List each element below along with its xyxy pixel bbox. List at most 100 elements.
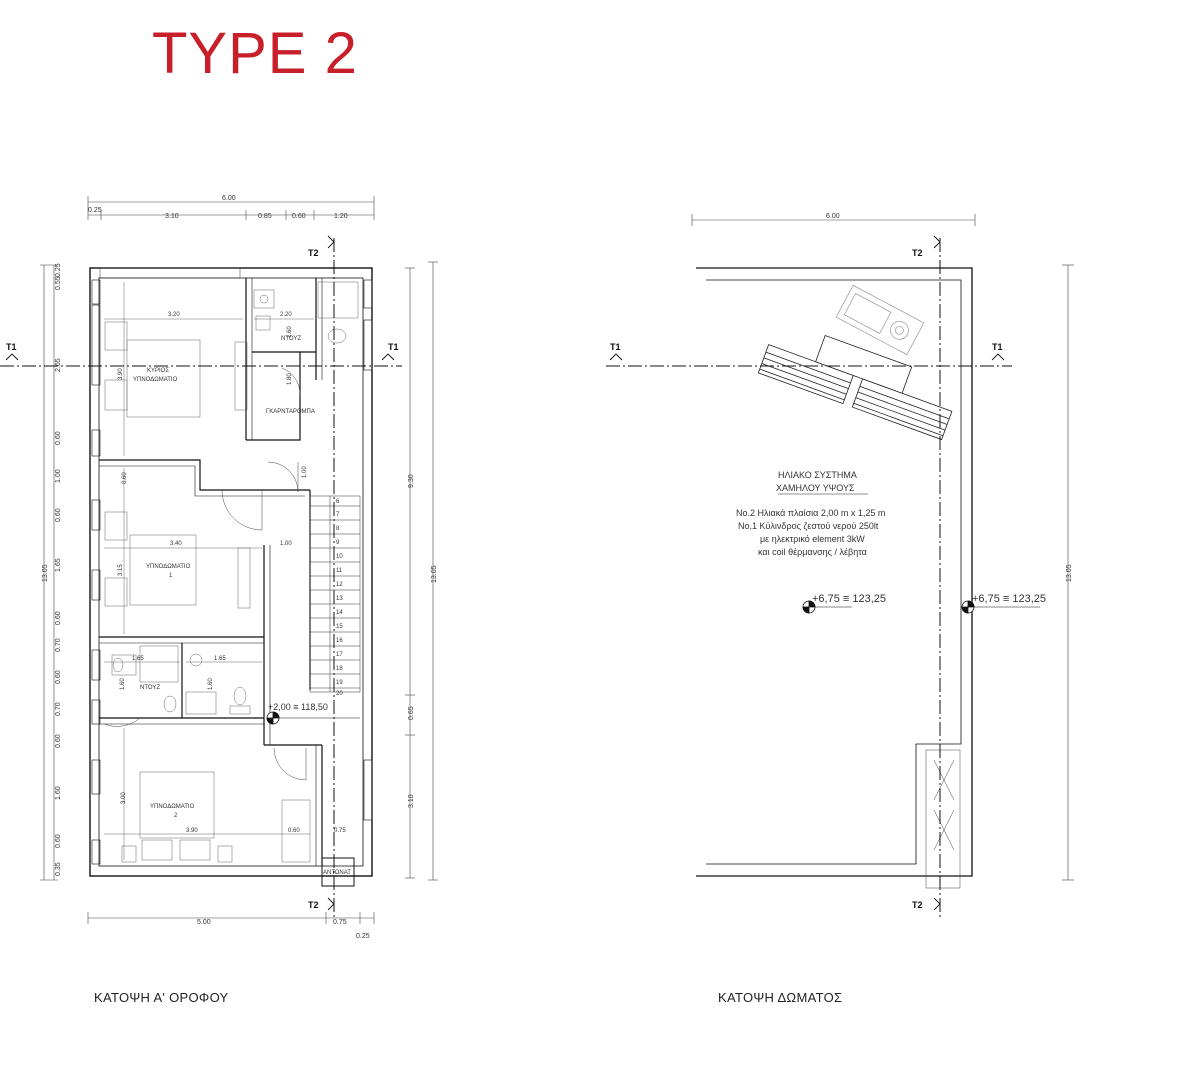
dim-top-seg-4: 0.60 xyxy=(292,213,306,220)
stair-step: 19 xyxy=(336,680,343,686)
dim-bath-depth: 1.60 xyxy=(287,326,293,338)
dim-top-seg-2: 3.10 xyxy=(165,213,179,220)
dim-bed1-depth: 3.15 xyxy=(118,564,124,576)
roof-section-labels: T1 T1 T2 T2 xyxy=(610,248,1003,910)
room-bath-top-label: ΝΤΟΥΖ xyxy=(281,336,301,342)
solar-spec-1: No.2 Ηλιακά πλαίσια 2,00 m x 1,25 m xyxy=(736,508,885,518)
inner-dimension-labels: 3.20 2.20 1.60 3.90 1.80 3.40 1.00 3.15 … xyxy=(118,312,346,834)
dim-top-seg-3: 0.85 xyxy=(258,213,272,220)
section-labels: T1 T1 T2 T2 xyxy=(6,248,399,910)
level-label: +2,00 ≡ 118,50 xyxy=(268,702,328,712)
roof-shaft xyxy=(925,749,961,889)
section-t2-bottom: T2 xyxy=(308,900,319,910)
roof-level-markers xyxy=(802,600,1040,614)
dim-right-lower: 3.10 xyxy=(408,794,415,808)
room-bed2-label-2: 2 xyxy=(174,813,178,819)
room-bed1-label-2: 1 xyxy=(169,573,173,579)
stair-step: 17 xyxy=(336,652,343,658)
first-floor-plan: 6.00 0.25 3.10 0.85 0.60 1.20 13.05 0.55… xyxy=(0,195,438,940)
top-dimensions xyxy=(87,196,375,220)
dim-top-seg-5: 1.20 xyxy=(334,213,348,220)
roof-section-arrows xyxy=(609,235,1005,911)
section-arrows xyxy=(5,235,395,911)
solar-text: ΗΛΙΑΚΟ ΣΥΣΤΗΜΑ ΧΑΜΗΛΟΥ ΥΨΟΥΣ No.2 Ηλιακά… xyxy=(736,470,885,557)
dim-left-seg: 1.65 xyxy=(55,558,62,572)
stair-step: 7 xyxy=(336,512,340,518)
window-marks xyxy=(91,267,373,865)
dim-closet-width: 0.60 xyxy=(288,828,300,834)
dim-master-width: 3.20 xyxy=(168,312,180,318)
dim-hall-depth: 0.60 xyxy=(122,472,128,484)
roof-right-dimension xyxy=(1062,264,1074,881)
room-master-label-2: ΥΠΝΟΔΩΜΑΤΙΟ xyxy=(133,377,178,383)
stair-step: 8 xyxy=(336,526,340,532)
stair-step: 6 xyxy=(336,499,340,505)
dim-left-seg: 1.60 xyxy=(55,786,62,800)
solar-title-1: ΗΛΙΑΚΟ ΣΥΣΤΗΜΑ xyxy=(778,470,857,480)
dim-wardrobe-depth: 1.80 xyxy=(287,373,293,385)
outer-walls xyxy=(89,267,373,877)
solar-title-2: ΧΑΜΗΛΟΥ ΥΨΟΥΣ xyxy=(776,483,855,493)
dim-bed1-width: 3.40 xyxy=(170,541,182,547)
stair-step: 10 xyxy=(336,554,343,560)
right-dimensions xyxy=(405,261,438,881)
roof-dim-right: 13.05 xyxy=(1066,564,1073,582)
left-dimensions xyxy=(40,264,58,881)
roof-walls xyxy=(696,267,973,877)
stair-step: 18 xyxy=(336,666,343,672)
room-bed2-label-1: ΥΠΝΟΔΩΜΑΤΙΟ xyxy=(150,804,195,810)
dim-left-seg: 2.65 xyxy=(55,358,62,372)
roof-section-t1-left: T1 xyxy=(610,342,621,352)
dim-left-seg: 0.60 xyxy=(55,834,62,848)
dim-bed2-width: 3.90 xyxy=(186,828,198,834)
stair-step: 11 xyxy=(336,568,343,574)
roof-level-inner: +6,75 ≡ 123,25 xyxy=(812,593,886,605)
dim-bath-left-depth: 1.60 xyxy=(120,678,126,690)
dim-right-upper: 9.30 xyxy=(408,474,415,488)
roof-level-edge: +6,75 ≡ 123,25 xyxy=(972,593,1046,605)
stair-numbers: 6 7 8 9 10 11 12 13 14 15 16 17 18 19 20 xyxy=(336,499,343,697)
roof-dim-top: 6.00 xyxy=(826,213,840,220)
dim-right-total: 13.05 xyxy=(431,565,438,583)
dim-left-seg: 0.55 xyxy=(55,276,62,290)
roof-section-t2-bottom: T2 xyxy=(912,900,923,910)
roof-top-dimension xyxy=(691,214,976,226)
dim-top-seg-1: 0.25 xyxy=(88,207,102,214)
room-labels: ΚΥΡΙΟΣ ΥΠΝΟΔΩΜΑΤΙΟ ΓΚΑΡΝΤΑΡΟΜΠΑ ΝΤΟΥΖ ΥΠ… xyxy=(133,336,351,876)
dim-shaft-width: 0.75 xyxy=(334,828,346,834)
solar-spec-3: με ηλεκτρικό element 3kW xyxy=(760,534,865,544)
section-t2-top: T2 xyxy=(308,248,319,258)
dim-top-total: 6.00 xyxy=(222,195,236,202)
solar-spec-4: και coil θέρμανσης / λέβητα xyxy=(758,547,867,557)
level-marker xyxy=(266,711,360,725)
dim-bed2-depth: 3.00 xyxy=(121,792,127,804)
stair-step: 14 xyxy=(336,610,343,616)
dim-bath-right-width: 1.65 xyxy=(214,656,226,662)
room-bed1-label-1: ΥΠΝΟΔΩΜΑΤΙΟ xyxy=(146,564,191,570)
dim-bath-right-depth: 1.60 xyxy=(208,678,214,690)
dim-left-seg: 0.60 xyxy=(55,611,62,625)
section-t1-left: T1 xyxy=(6,342,17,352)
drawing-title: TYPE 2 xyxy=(152,21,358,86)
dim-left-seg: 0.60 xyxy=(55,734,62,748)
interior-walls xyxy=(99,278,355,887)
roof-section-lines xyxy=(606,238,1012,918)
stair xyxy=(309,495,361,693)
dim-door-width: 1.00 xyxy=(302,466,308,478)
room-wardrobe-label: ΓΚΑΡΝΤΑΡΟΜΠΑ xyxy=(266,409,315,415)
dim-bottom-2: 0.75 xyxy=(333,919,347,926)
door-swings xyxy=(103,367,307,781)
dim-left-seg: 0.35 xyxy=(55,862,62,876)
solar-system xyxy=(757,284,953,441)
section-t1-right: T1 xyxy=(388,342,399,352)
room-master-label-1: ΚΥΡΙΟΣ xyxy=(147,368,169,374)
roof-plan: 6.00 13.05 xyxy=(606,213,1074,918)
stair-step: 9 xyxy=(336,540,340,546)
furniture xyxy=(104,281,359,863)
left-dim-segments: 0.55 2.65 0.60 1.00 0.60 1.65 0.60 0.70 … xyxy=(55,263,62,876)
dim-left-seg: 0.60 xyxy=(55,508,62,522)
stair-step: 12 xyxy=(336,582,343,588)
section-lines xyxy=(0,238,402,918)
inner-dimension-lines xyxy=(104,282,314,860)
